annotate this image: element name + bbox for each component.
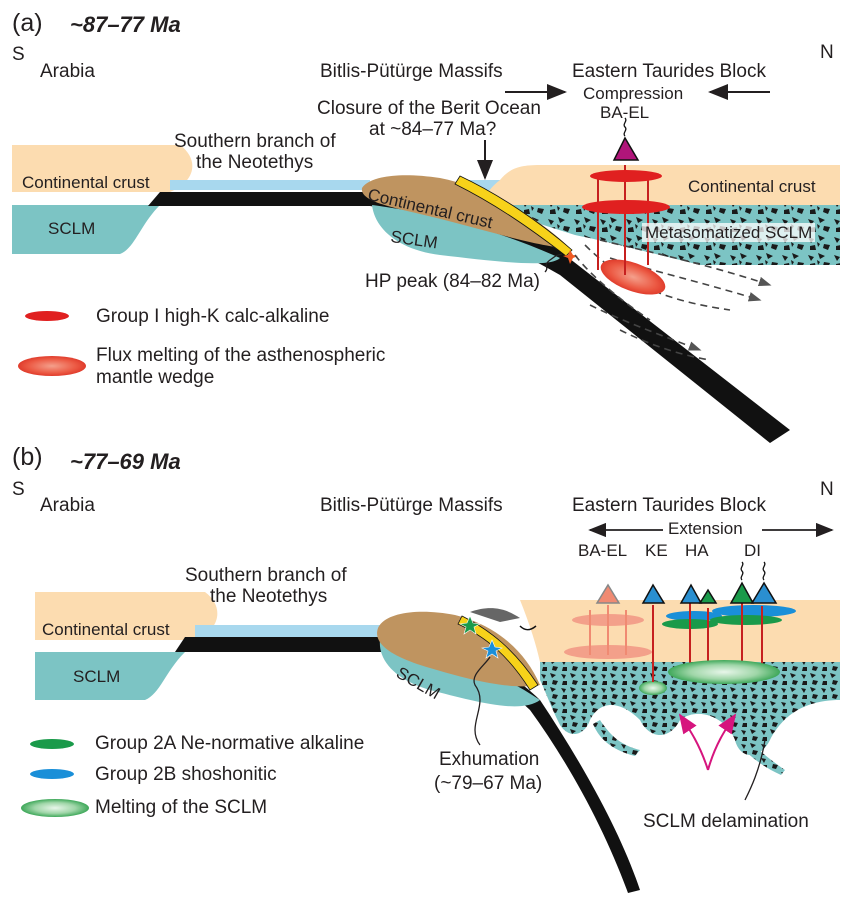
- meta-sclm-label: Metasomatized SCLM: [642, 223, 816, 242]
- ha-conduits: [689, 603, 709, 668]
- panel-b-arabia: Arabia: [40, 495, 95, 516]
- closure-line-1: Closure of the Berit Ocean: [317, 98, 541, 119]
- panel-a-label: (a): [12, 9, 43, 37]
- sclm-melt-zone-b: [668, 660, 780, 684]
- cc-right-a: Continental crust: [688, 177, 816, 196]
- delaminating-sclm-b: [540, 660, 840, 755]
- branch-b-line-2: the Neotethys: [210, 586, 328, 607]
- panel-b-graphics: [21, 522, 840, 893]
- panel-a-age: ~87–77 Ma: [70, 12, 181, 37]
- exhumation-line-2: (~79–67 Ma): [434, 773, 543, 794]
- legend-group-2a-label: Group 2A Ne-normative alkaline: [95, 733, 365, 754]
- di-lens-blue: [712, 605, 796, 617]
- legend-group-1-label: Group I high-K calc-alkaline: [96, 306, 330, 327]
- branch-a-line-2: the Neotethys: [196, 152, 314, 173]
- legend-group-2a-symbol: [30, 739, 74, 749]
- panel-a-massifs: Bitlis-Pütürge Massifs: [320, 61, 503, 82]
- eruption-squiggle-a: [623, 117, 627, 137]
- faded-conduits: [589, 605, 627, 655]
- panel-a-taurides: Eastern Taurides Block: [572, 61, 766, 82]
- di-conduits: [741, 603, 763, 668]
- panel-b-massifs: Bitlis-Pütürge Massifs: [320, 495, 503, 516]
- volcano-ba-el-label-a: BA-EL: [600, 103, 650, 122]
- volcano-ha-label: HA: [685, 541, 709, 560]
- legend-group-2b-label: Group 2B shoshonitic: [95, 764, 277, 785]
- hp-peak-leader: [544, 253, 563, 273]
- exhumation-leader: [473, 656, 491, 746]
- panel-b-north: N: [820, 479, 834, 500]
- closure-line-2: at ~84–77 Ma?: [369, 119, 497, 140]
- sclm-left-a-label: SCLM: [48, 219, 96, 238]
- exhumation-belt-b: [457, 615, 539, 691]
- exhumation-line-1: Exhumation: [439, 749, 540, 770]
- green-star-b: [459, 615, 481, 635]
- microcontinent-a: [361, 175, 570, 248]
- sclm-left-a: [12, 205, 160, 254]
- group-1-lens-lower: [582, 200, 670, 214]
- volcano-ba-el-a: [612, 136, 640, 161]
- ocean-b: [195, 625, 385, 637]
- panel-b-south: S: [12, 479, 25, 500]
- volcano-ke-label: KE: [645, 541, 668, 560]
- volcano-di-green: [729, 581, 755, 604]
- sclm-mid-a: [372, 205, 560, 264]
- blue-star-b: [481, 639, 503, 659]
- orogenic-wedge-b: [470, 608, 520, 622]
- sclm-left-b-label: SCLM: [73, 667, 121, 686]
- panel-a-north: N: [820, 42, 834, 63]
- flux-melt-zone-a: [600, 259, 666, 295]
- melt-conduits-a: [597, 165, 649, 275]
- delamination-leader: [744, 739, 766, 801]
- volcano-di-blue: [750, 581, 778, 604]
- exhumation-hook: [519, 625, 537, 631]
- panel-a-arabia: Arabia: [40, 61, 95, 82]
- cc-left-b: Continental crust: [42, 620, 170, 639]
- sclm-left-b: [35, 652, 185, 700]
- panel-b-label: (b): [12, 443, 43, 471]
- oceanic-lithosphere-a: [148, 192, 370, 206]
- branch-a-line-1: Southern branch of: [174, 131, 336, 152]
- delamination-label: SCLM delamination: [643, 811, 809, 832]
- upwelling-arrow-right: [707, 713, 737, 771]
- microcontinent-b: [377, 611, 540, 687]
- volcano-ba-el-b: [595, 583, 621, 604]
- continental-crust-left-a: [12, 145, 193, 192]
- eruption-squiggle-di-1: [740, 561, 744, 581]
- volcano-ha-blue: [679, 583, 703, 604]
- eruption-squiggle-di-2: [762, 561, 766, 581]
- panel-b-age: ~77–69 Ma: [70, 449, 181, 474]
- panel-a-graphics: [12, 84, 840, 443]
- ke-melt-pocket: [639, 681, 667, 695]
- legend-flux-melt-label-1: Flux melting of the asthenospheric: [96, 345, 386, 366]
- continental-crust-left-b: [35, 592, 218, 640]
- group-1-lens-upper: [590, 170, 662, 182]
- hp-peak-star: [563, 250, 578, 264]
- legend-group-2b-symbol: [30, 769, 74, 779]
- continental-crust-right-a: [480, 165, 840, 205]
- ocean-a: [170, 180, 370, 190]
- panel-b-regime: Extension: [668, 519, 743, 538]
- subducting-slab-a: [370, 192, 790, 443]
- volcano-ke: [641, 583, 666, 604]
- volcano-ha-green: [698, 588, 718, 604]
- upwelling-arrow-left: [678, 713, 709, 771]
- cc-left-a: Continental crust: [22, 173, 150, 192]
- legend-group-1-symbol: [25, 311, 69, 321]
- legend-sclm-melt-label: Melting of the SCLM: [95, 797, 268, 818]
- di-lens-green: [710, 615, 782, 625]
- delaminating-sclm-tail: [593, 720, 785, 775]
- panel-b-taurides: Eastern Taurides Block: [572, 495, 766, 516]
- branch-b-line-1: Southern branch of: [185, 565, 347, 586]
- legend-flux-melt-label-2: mantle wedge: [96, 367, 215, 388]
- panel-a-regime: Compression: [583, 84, 684, 103]
- panel-a-south: S: [12, 44, 25, 65]
- volcano-di-label: DI: [744, 541, 761, 560]
- volcano-ba-el-label-b: BA-EL: [578, 541, 628, 560]
- legend-sclm-melt-symbol: [21, 799, 89, 817]
- oceanic-lithosphere-b: [175, 637, 385, 652]
- hp-peak-label: HP peak (84–82 Ma): [365, 271, 540, 292]
- legend-flux-melt-symbol: [18, 356, 86, 376]
